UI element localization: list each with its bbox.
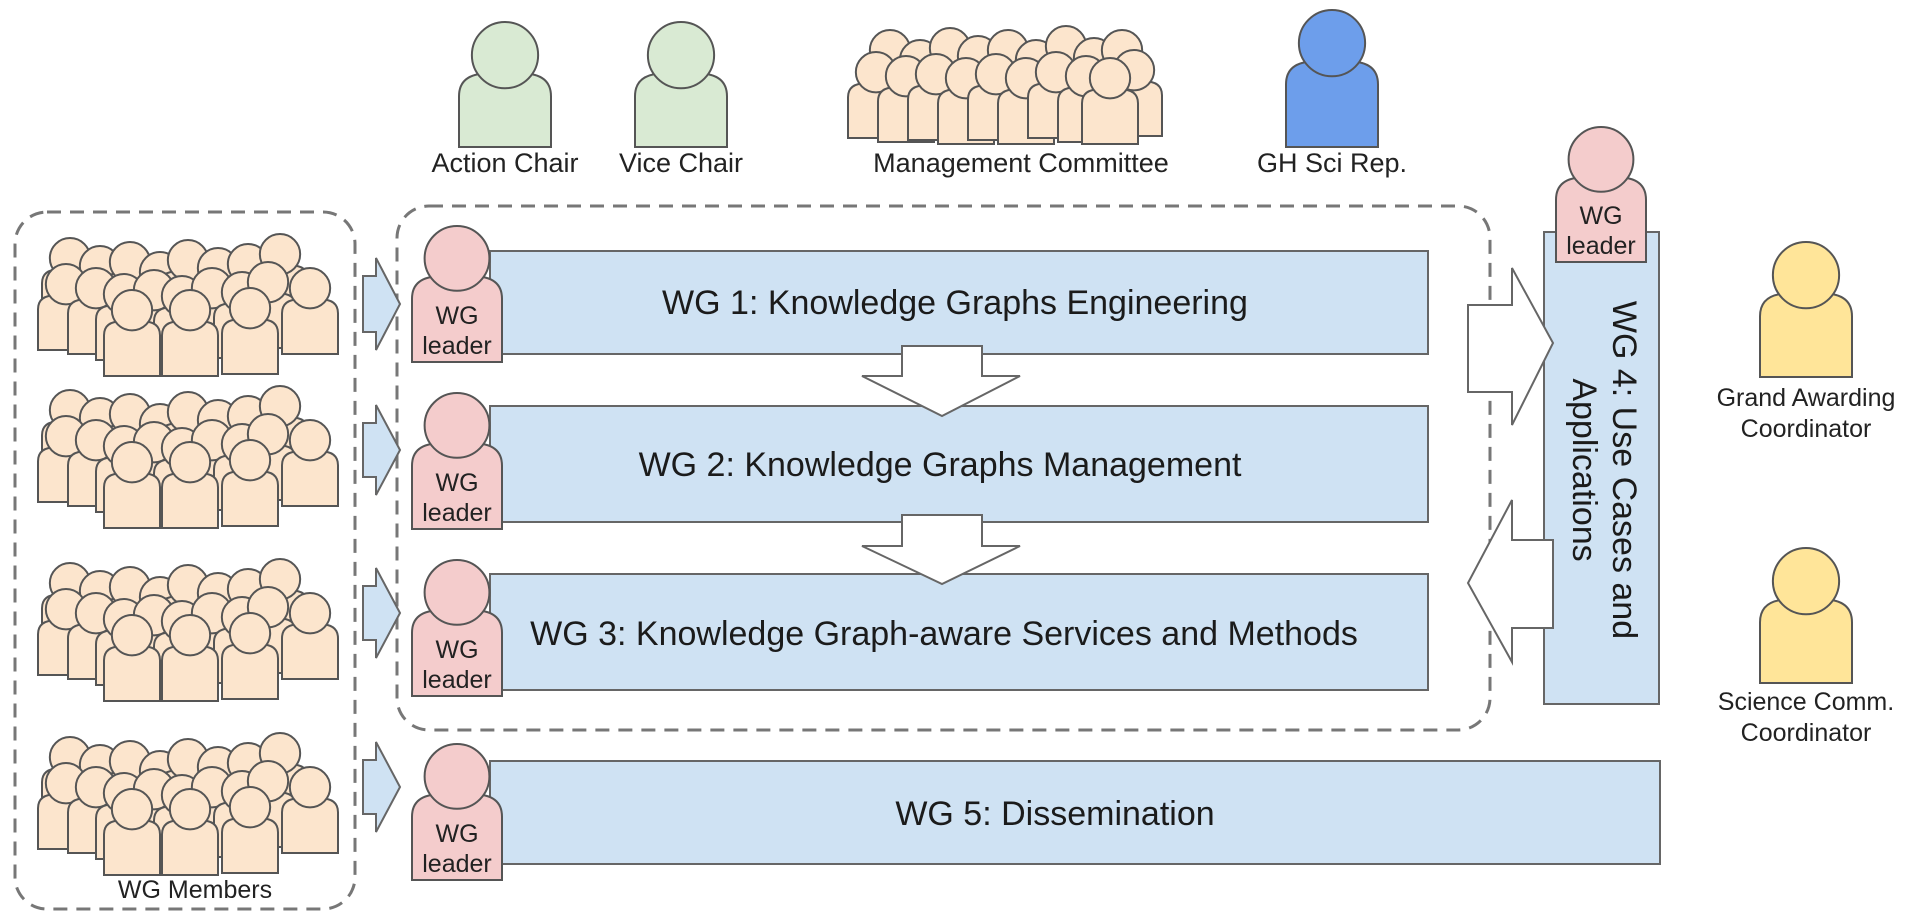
wg-leader-label-line1: WG <box>435 469 478 497</box>
grand-awarding-label-line1: Grand Awarding <box>1717 384 1896 412</box>
wg1-title: WG 1: Knowledge Graphs Engineering <box>662 284 1248 322</box>
member-group-icon <box>37 385 339 529</box>
committee-member-icon <box>1081 57 1139 145</box>
wg-leader-label-line2: leader <box>422 332 492 360</box>
member-person-icon <box>281 766 339 854</box>
wg4-box[interactable] <box>1543 231 1660 705</box>
arrow-right-icon <box>1467 267 1555 426</box>
member-person-icon <box>221 287 279 375</box>
gh-sci-rep-person-icon <box>1285 9 1379 148</box>
wg-leader-label-line2: leader <box>1566 232 1636 260</box>
wg4-title-line1: WG 4: Use Cases and <box>1605 301 1643 639</box>
wg3-box[interactable] <box>489 573 1429 691</box>
member-person-icon <box>103 788 161 876</box>
wg-leader-label-line1: WG <box>1579 202 1622 230</box>
arrow-right-icon <box>362 567 402 659</box>
member-group-icon <box>37 233 339 377</box>
member-person-icon <box>103 614 161 702</box>
member-person-icon <box>281 592 339 680</box>
vice-chair-person-icon <box>634 21 728 148</box>
coordinators <box>1759 241 1853 684</box>
wg-leader-label-line1: WG <box>435 636 478 664</box>
arrow-down-icon <box>861 345 1021 418</box>
wg-leader-label-line1: WG <box>435 302 478 330</box>
gh-sci-rep-label: GH Sci Rep. <box>1257 148 1407 178</box>
vice-chair-label: Vice Chair <box>619 148 743 178</box>
arrow-left-icon <box>1466 499 1554 666</box>
member-person-icon <box>221 612 279 700</box>
member-person-icon <box>103 441 161 529</box>
management-committee-group-icon <box>847 25 1163 145</box>
member-person-icon <box>221 439 279 527</box>
action-chair-label: Action Chair <box>431 148 578 178</box>
management-committee-label: Management Committee <box>873 148 1169 178</box>
wg-leader-label-line2: leader <box>422 499 492 527</box>
wg-members-label: WG Members <box>118 876 272 904</box>
arrow-right-icon <box>362 257 402 351</box>
member-person-icon <box>161 289 219 377</box>
wg3-title: WG 3: Knowledge Graph-aware Services and… <box>530 615 1358 653</box>
grand-awarding-coordinator-person-icon <box>1759 241 1853 378</box>
wg-leader-label-line2: leader <box>422 850 492 878</box>
member-person-icon <box>221 786 279 874</box>
arrow-right-icon <box>362 741 402 833</box>
arrow-down-icon <box>861 514 1021 586</box>
member-arrows <box>362 257 402 833</box>
wg2-title: WG 2: Knowledge Graphs Management <box>639 446 1242 484</box>
science-comm-label-line1: Science Comm. <box>1718 688 1894 716</box>
wg-leader-label-line1: WG <box>435 820 478 848</box>
wg5-title: WG 5: Dissemination <box>895 795 1214 833</box>
member-group-icon <box>37 558 339 702</box>
member-person-icon <box>103 289 161 377</box>
member-person-icon <box>161 788 219 876</box>
wg-members-container <box>13 210 357 911</box>
wg4-title-line2: Applications <box>1565 378 1603 561</box>
member-person-icon <box>161 614 219 702</box>
grand-awarding-label-line2: Coordinator <box>1741 415 1872 443</box>
arrow-right-icon <box>362 404 402 496</box>
science-comm-coordinator-person-icon <box>1759 547 1853 684</box>
member-groups <box>37 233 339 876</box>
science-comm-label-line2: Coordinator <box>1741 719 1872 747</box>
member-person-icon <box>281 267 339 355</box>
member-group-icon <box>37 732 339 876</box>
wg1-3-container <box>395 204 1492 732</box>
member-person-icon <box>161 441 219 529</box>
action-chair-person-icon <box>458 21 552 148</box>
member-person-icon <box>281 419 339 507</box>
wg-leader-label-line2: leader <box>422 666 492 694</box>
wg5-box[interactable] <box>489 760 1661 865</box>
wg2-box[interactable] <box>489 405 1429 523</box>
top-roles <box>458 9 1379 148</box>
